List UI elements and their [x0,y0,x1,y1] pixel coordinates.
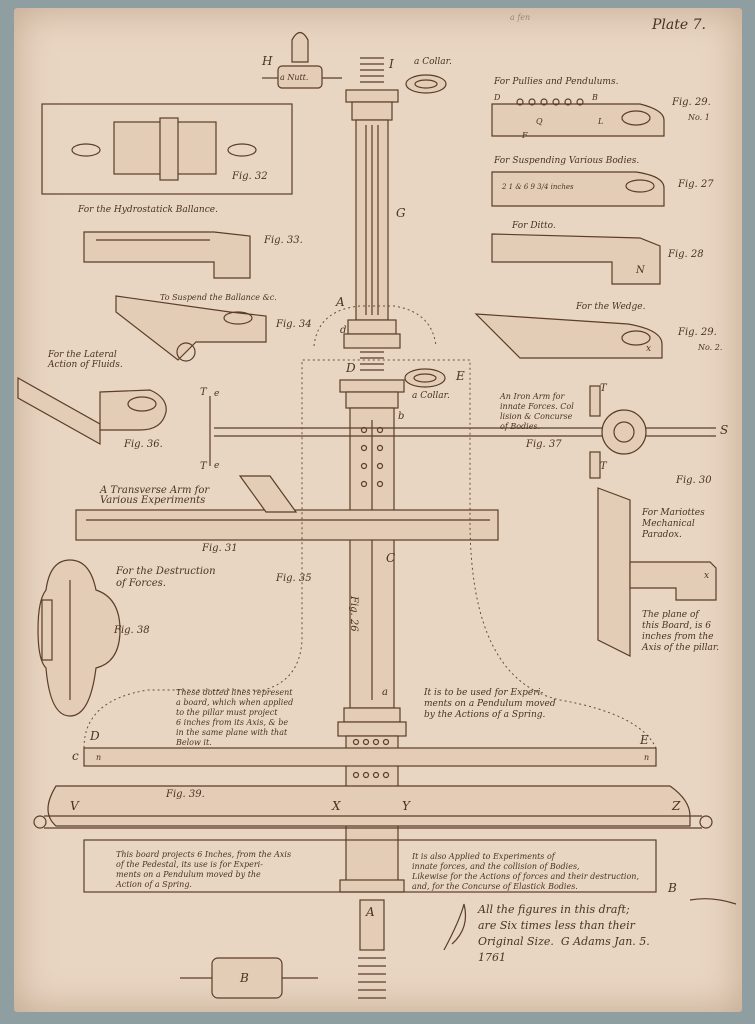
letter-T1: T [200,387,207,398]
letter-D2: D [90,729,100,743]
letter-H: H [262,54,273,68]
fig-33-drawing [83,231,251,279]
letter-G: G [396,206,406,220]
pullies-label: For Pullies and Pendulums. [494,77,619,87]
letter-x1: x [646,344,652,354]
board-projects-note: This board projects 6 Inches, from the A… [116,850,292,889]
suspend-marks: 2 1 & 6 9 3/4 inches [502,183,574,191]
collar-mid-label: a Collar. [412,391,450,401]
collar-top-label: a Collar. [414,57,452,67]
fig-39-drawing [33,305,713,893]
plane-board-label: The plane of this Board, is 6 inches fro… [642,610,720,653]
signature-note: All the figures in this draft; are Six t… [478,903,650,964]
fig-28-drawing [491,233,661,285]
letter-E: E [456,369,465,383]
nutt-label: a Nutt. [280,73,309,82]
wedge-label: For the Wedge. [576,302,646,312]
letter-e2: e [214,461,220,471]
fig-36: Fig. 36. [124,439,163,450]
fig-33: Fig. 33. [264,235,303,246]
letter-D: D [346,361,356,375]
transverse-label: A Transverse Arm for Various Experiments [100,485,210,506]
letter-B: B [240,971,249,985]
letter-T3: T [600,383,607,394]
letter-e1: e [214,389,220,399]
pendulum-note: It is to be used for Experi- ments on a … [424,688,556,720]
letter-x2: x [704,571,710,581]
letter-A2: A [366,905,375,919]
letter-I: I [389,57,394,71]
destruction-label: For the Destruction of Forces. [116,566,216,589]
fig-37-drawing [209,385,716,479]
letter-N: N [636,265,645,276]
fig-32: Fig. 32 [232,171,268,182]
suspending-label: For Suspending Various Bodies. [494,156,640,166]
letter-a: a [382,687,388,698]
suspend-ballance-label: To Suspend the Ballance &c. [160,293,277,302]
fig-37: Fig. 37 [526,439,562,450]
mariottes-label: For Mariottes Mechanical Paradox. [642,508,705,540]
quill-sketch [443,898,737,951]
fig-34-drawing [115,295,267,362]
letter-C: C [386,551,396,565]
applied-note: It is also Applied to Experiments of inn… [412,852,639,891]
fig-29a: Fig. 29. [672,97,711,108]
fig-34: Fig. 34 [276,319,312,330]
fig-30: Fig. 30 [676,475,712,486]
lateral-label: For the Lateral Action of Fluids. [48,350,123,370]
fig-38-drawing [37,559,121,717]
fig-27-drawing [491,171,665,207]
letter-E2: E [640,733,649,747]
fig-29a-no: No. 1 [688,113,710,122]
fig-29-no1-drawing [491,98,665,137]
letter-n1: n [96,753,102,762]
hydrostatick-label: For the Hydrostatick Ballance. [78,205,218,215]
letter-Y: Y [402,799,410,813]
letter-T2: T [200,461,207,472]
letter-Z: Z [672,799,681,813]
letter-V: V [70,799,79,813]
plate-title: Plate 7. [652,17,706,33]
dotted-lines-note: These dotted lines represent a board, wh… [176,688,294,747]
letter-d: d [340,325,347,336]
fig-35: Fig. 35 [276,573,312,584]
letter-T4: T [600,461,607,472]
nut-and-collars [180,31,447,999]
letter-L: L [598,117,604,126]
letter-B2: B [668,881,677,895]
letter-F: F [522,131,528,140]
pencil-note: a fen [510,13,531,22]
fig-29-no2-drawing [474,313,663,359]
fig-36-drawing [17,376,167,446]
fig-28: Fig. 28 [668,249,704,260]
letter-A: A [336,295,345,309]
letter-c: c [72,749,79,763]
fig-38: Fig. 38 [114,625,150,636]
fig-29b-no: No. 2. [698,343,723,352]
letter-Q: Q [536,117,543,126]
letter-S: S [720,423,729,437]
iron-arm-label: An Iron Arm for innate Forces. Col lisio… [500,392,574,431]
fig-29b: Fig. 29. [678,327,717,338]
fig-30-drawing [597,487,717,657]
ditto-label: For Ditto. [512,221,556,231]
letter-D3: D [494,93,501,102]
letter-B3: B [592,93,598,102]
central-pillar [337,57,407,999]
fig-32-drawing [41,103,293,195]
fig-27: Fig. 27 [678,179,714,190]
letter-X: X [332,799,341,813]
letter-b: b [398,411,405,422]
fig-31: Fig. 31 [202,543,238,554]
letter-n2: n [644,753,650,762]
fig-26: Fig. 26 [348,596,359,632]
fig-31-drawing [75,475,499,541]
fig-39: Fig. 39. [166,789,205,800]
